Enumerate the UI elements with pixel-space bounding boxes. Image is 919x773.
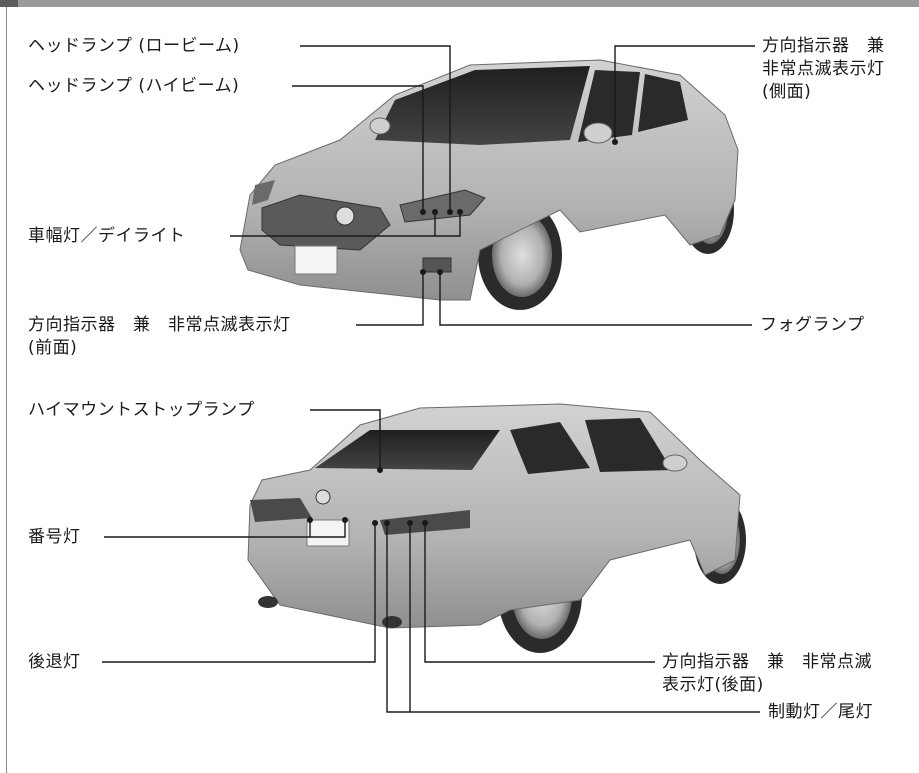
label-side-turn-line1: 方向指示器 兼	[762, 36, 885, 56]
leader-headlamp-low	[300, 45, 451, 212]
rear-emblem	[315, 489, 331, 505]
leader-brake-tail	[386, 523, 760, 713]
label-clearance-drl: 車幅灯／デイライト	[28, 226, 186, 246]
leader-side-turn	[614, 45, 755, 142]
header-bar	[0, 0, 919, 7]
rear-plate	[306, 519, 350, 547]
label-headlamp-low: ヘッドランプ (ロービーム)	[28, 36, 240, 56]
label-rear-turn-line1: 方向指示器 兼 非常点滅	[662, 652, 872, 672]
side-mirror	[583, 122, 613, 144]
rear-side-window	[638, 74, 688, 132]
front-car	[239, 59, 739, 310]
label-front-turn-line1: 方向指示器 兼 非常点滅表示灯	[28, 315, 291, 335]
left-mirror	[369, 117, 391, 135]
leader-front-turn	[356, 272, 424, 326]
front-emblem	[335, 206, 355, 226]
label-license-plate-lamp: 番号灯	[28, 527, 81, 547]
leader-license-lamp-2	[310, 520, 346, 538]
front-plate	[294, 245, 338, 275]
rear-leader-lines	[102, 409, 760, 713]
label-side-turn-line2: 非常点滅表示灯	[762, 59, 885, 79]
label-brake-tail: 制動灯／尾灯	[768, 702, 873, 722]
rear-side-window-1	[510, 422, 590, 474]
front-leader-lines	[230, 45, 755, 326]
leader-rear-turn	[424, 523, 655, 663]
windshield	[375, 66, 590, 145]
label-high-mount-stop: ハイマウントストップランプ	[28, 400, 255, 420]
header-tab	[0, 0, 18, 7]
label-fog-lamp: フォグランプ	[760, 315, 865, 335]
exhaust-right	[382, 616, 402, 628]
leader-headlamp-high	[292, 85, 424, 212]
rear-window	[315, 430, 500, 470]
rear-car	[247, 403, 746, 653]
label-front-turn-line2: (前面)	[28, 338, 78, 358]
rear-leader-dots	[307, 467, 428, 526]
label-side-turn-line3: (側面)	[762, 82, 812, 102]
left-headlamp	[252, 180, 275, 205]
front-leader-dots	[420, 139, 618, 275]
rear-car-mirror	[662, 454, 688, 472]
leader-fog-lamp	[439, 272, 752, 326]
exhaust-left	[258, 596, 278, 608]
leader-clearance-drl	[230, 212, 461, 237]
label-headlamp-high: ヘッドランプ (ハイビーム)	[28, 76, 240, 96]
frame-border	[6, 7, 7, 773]
leader-high-mount-stop	[310, 409, 381, 470]
rear-side-window-2	[585, 418, 672, 472]
label-rear-turn-line2: 表示灯(後面)	[662, 675, 764, 695]
fog-lamp-housing	[422, 257, 452, 273]
label-reverse-lamp: 後退灯	[28, 652, 81, 672]
leader-reverse-lamp	[102, 523, 376, 663]
left-tail-lamp	[250, 498, 312, 522]
